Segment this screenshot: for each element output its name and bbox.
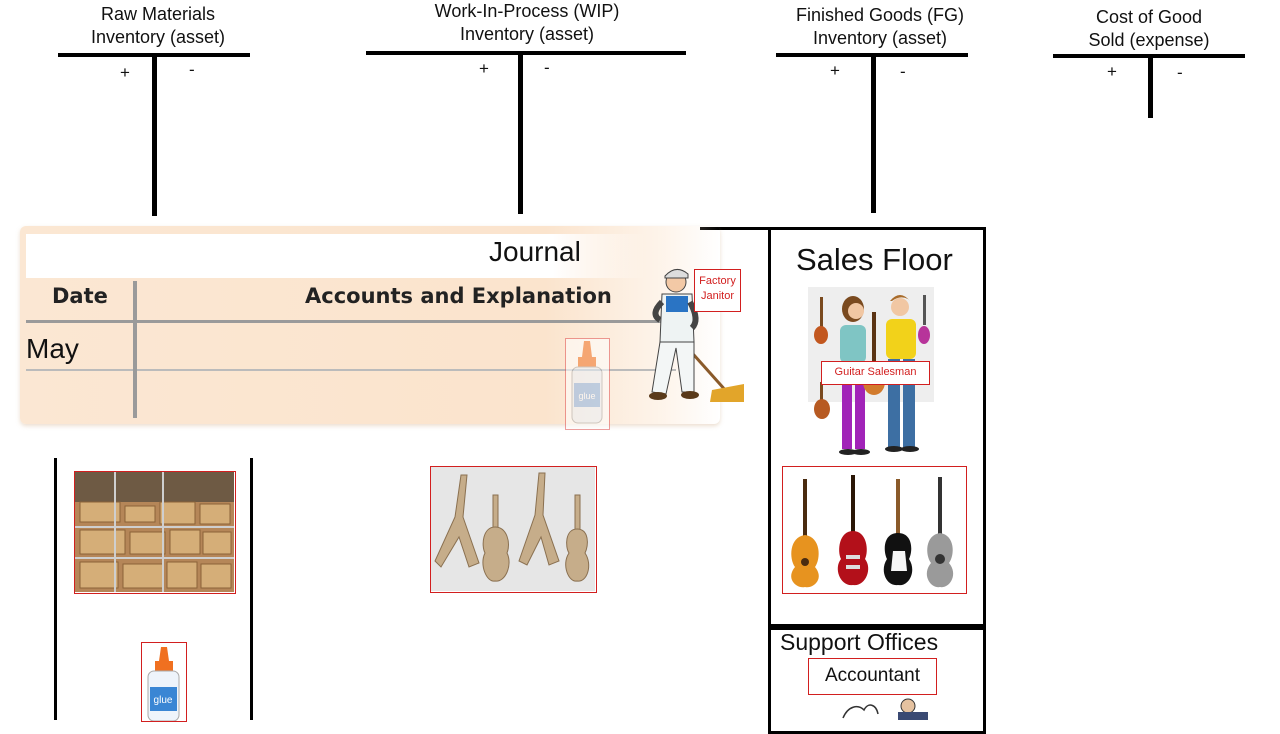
journal-row1-date: May xyxy=(26,333,79,364)
finished-goods-title: Finished Goods (FG) Inventory (asset) xyxy=(775,4,985,50)
journal-panel: Journal Date Accounts and Explanation Ma… xyxy=(20,226,720,424)
cogs-title-line2: Sold (expense) xyxy=(1088,30,1210,50)
journal-header-rule xyxy=(26,320,676,323)
glue-bottle-raw-icon: glue xyxy=(147,647,180,722)
divider-line xyxy=(700,227,770,230)
finished-goods-t-stem xyxy=(871,53,876,213)
wip-t-top xyxy=(366,51,686,55)
factory-janitor-illustration xyxy=(649,269,744,402)
raw-materials-title: Raw Materials Inventory (asset) xyxy=(58,3,258,49)
journal-title: Journal xyxy=(489,236,581,267)
raw-materials-area-right-border xyxy=(250,458,253,720)
glue-bottle-text: glue xyxy=(578,391,595,401)
support-offices-title: Support Offices xyxy=(780,629,939,655)
accountant-label-text: Accountant xyxy=(824,665,921,686)
factory-janitor-label-line1: Factory xyxy=(699,275,736,287)
sales-floor-title: Sales Floor xyxy=(796,242,953,277)
lumber-shelves-icon xyxy=(75,472,234,592)
journal-title-strip xyxy=(26,234,646,278)
woman-figure-icon xyxy=(839,296,870,455)
raw-materials-debit-sign: + xyxy=(120,63,130,82)
glue-bottle-raw-image: glue xyxy=(141,642,187,722)
wall-guitar-icon xyxy=(814,295,930,419)
unfinished-guitar-bodies-icon xyxy=(431,467,595,591)
guitar-salesman-label: Guitar Salesman xyxy=(821,361,930,385)
journal-row-rule xyxy=(26,369,676,371)
wip-debit-sign: + xyxy=(479,59,489,78)
wip-t-stem xyxy=(518,51,523,214)
raw-materials-area-left-border xyxy=(54,458,57,720)
accountant-label: Accountant xyxy=(808,658,937,695)
wip-title-line2: Inventory (asset) xyxy=(459,24,595,44)
cogs-title-line1: Cost of Good xyxy=(1095,7,1203,27)
raw-materials-credit-sign: - xyxy=(189,60,195,79)
factory-janitor-label: Factory Janitor xyxy=(694,269,741,312)
finished-goods-debit-sign: + xyxy=(830,61,840,80)
wip-guitar-bodies-image xyxy=(430,466,597,593)
wip-title: Work-In-Process (WIP) Inventory (asset) xyxy=(407,0,647,46)
glue-bottle-factory-image: glue xyxy=(565,338,610,430)
finished-goods-credit-sign: - xyxy=(900,62,906,81)
finished-goods-title-line1: Finished Goods (FG) xyxy=(795,5,965,25)
factory-janitor-label-line2: Janitor xyxy=(700,290,735,302)
glue-bottle-icon: glue xyxy=(571,341,603,424)
wip-title-line1: Work-In-Process (WIP) xyxy=(434,1,620,21)
cogs-t-stem xyxy=(1148,54,1153,118)
journal-accounts-header: Accounts and Explanation xyxy=(305,284,612,308)
finished-guitars-icon xyxy=(791,475,954,588)
raw-materials-t-stem xyxy=(152,53,157,216)
guitar-salesman-illustration xyxy=(808,287,934,455)
raw-materials-title-line2: Inventory (asset) xyxy=(90,27,226,47)
finished-goods-title-line2: Inventory (asset) xyxy=(812,28,948,48)
cogs-title: Cost of Good Sold (expense) xyxy=(1049,6,1249,52)
glue-bottle-raw-text: glue xyxy=(154,695,173,706)
cogs-debit-sign: + xyxy=(1107,62,1117,81)
cogs-credit-sign: - xyxy=(1177,63,1183,82)
accountant-figure-icon xyxy=(842,698,928,720)
wip-credit-sign: - xyxy=(544,58,550,77)
finished-guitars-image xyxy=(782,466,967,594)
sales-floor-panel xyxy=(768,227,986,630)
raw-materials-title-line1: Raw Materials xyxy=(100,4,216,24)
lumber-warehouse-image xyxy=(74,471,236,594)
journal-date-header: Date xyxy=(52,284,108,308)
journal-column-divider xyxy=(133,281,137,418)
